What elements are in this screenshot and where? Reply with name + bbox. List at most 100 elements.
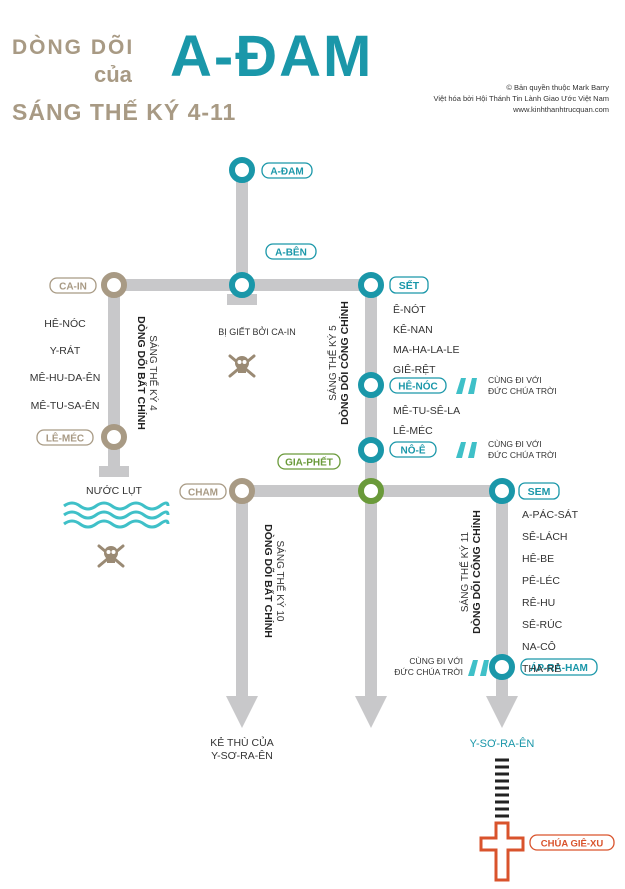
cain-line-item: MÊ-HU-DA-ÊN	[30, 371, 101, 384]
pill-abraham: ÁP-RA-HAM	[520, 658, 598, 676]
footprints-icon	[456, 378, 477, 394]
cain-end-cap	[99, 466, 129, 477]
note-walked-abraham: CÙNG ĐI VỚI ĐỨC CHÚA TRỜI	[394, 656, 463, 677]
sem-line-item: THA-RÊ	[522, 662, 561, 675]
enemy-text-2: Y-SƠ-RA-ÊN	[211, 749, 273, 762]
cain-line-item: Y-RÁT	[50, 344, 81, 357]
footprints-icon	[468, 660, 489, 676]
label-lemec-cain: LÊ-MÉC	[46, 432, 84, 445]
pill-giaphet: GIA-PHẾT	[277, 453, 341, 470]
footprints-icon	[456, 442, 477, 458]
note-aben-killed: BỊ GIẾT BỞI CA-IN	[218, 326, 296, 337]
title-line-2: của	[94, 62, 132, 87]
pill-henoc-set: HÊ-NÓC	[389, 377, 447, 394]
cain-line-list: HÊ-NÓC Y-RÁT MÊ-HU-DA-ÊN MÊ-TU-SA-ÊN	[30, 317, 101, 412]
label-noe: NÔ-Ê	[401, 444, 426, 457]
label-cham: CHAM	[188, 488, 218, 499]
set-line-item: KÊ-NAN	[393, 323, 433, 336]
aben-end-cap	[227, 294, 257, 305]
note-flood: NƯỚC LỤT	[86, 484, 142, 497]
pill-noe: NÔ-Ê	[389, 441, 437, 458]
label-set: SẾT	[399, 279, 420, 292]
credit-copyright: © Bản quyền thuộc Mark Barry	[506, 83, 609, 92]
node-noe	[358, 437, 384, 463]
water-waves-icon	[63, 501, 170, 529]
pill-jesus: CHÚA GIÊ-XU	[529, 834, 615, 851]
credit-website: www.kinhthanhtrucquan.com	[513, 105, 609, 114]
skull-crossbones-icon	[228, 354, 256, 378]
title-main: A-ĐAM	[170, 24, 374, 89]
gen11-text: SÁNG THẾ KÝ 11	[458, 531, 471, 612]
label-giaphet: GIA-PHẾT	[285, 456, 333, 469]
set-line-item: MÊ-TU-SÊ-LA	[393, 404, 460, 417]
set-line-item: GIÊ-RỆT	[393, 363, 436, 376]
arrow-set	[355, 696, 387, 728]
note-walked-noe: CÙNG ĐI VỚI ĐỨC CHÚA TRỜI	[488, 439, 557, 460]
sem-line-item: SÊ-LÁCH	[522, 530, 568, 543]
node-sem	[489, 478, 515, 504]
pill-cham: CHAM	[179, 483, 227, 500]
subtitle: SÁNG THẾ KÝ 4-11	[12, 99, 237, 125]
pill-cain: CA-IN	[49, 277, 97, 294]
sem-line-item: HÊ-BE	[522, 552, 554, 565]
walked-text-1: CÙNG ĐI VỚI	[488, 375, 542, 385]
gen10-sub: DÒNG DÕI BẤT CHÍNH	[262, 524, 275, 638]
walked-text-2: ĐỨC CHÚA TRỜI	[488, 386, 557, 396]
arrow-cham	[226, 696, 258, 728]
set-line-item: MA-HA-LA-LE	[393, 344, 460, 356]
label-jesus: CHÚA GIÊ-XU	[541, 838, 604, 850]
node-abraham	[489, 654, 515, 680]
label-sem: SEM	[528, 486, 551, 498]
sem-line-item: NA-CÔ	[522, 640, 556, 653]
gen5-text: SÁNG THẾ KÝ 5	[326, 325, 339, 401]
sem-line-item: SÊ-RÚC	[522, 618, 563, 631]
gen4-sub: DÒNG DÕI BẤT CHÍNH	[135, 316, 148, 430]
walked-text-2: ĐỨC CHÚA TRỜI	[488, 450, 557, 460]
pill-adam: A-ĐAM	[261, 162, 313, 179]
walked-text-1: CÙNG ĐI VỚI	[488, 439, 542, 449]
label-adam: A-ĐAM	[270, 167, 303, 178]
node-lemec-cain	[101, 424, 127, 450]
arrow-sem	[486, 696, 518, 728]
gen11-sub: DÒNG DÕI CÔNG CHÍNH	[470, 510, 483, 634]
label-cain: CA-IN	[59, 282, 87, 293]
gen4-text: SÁNG THẾ KÝ 4	[147, 335, 160, 411]
set-line-list: Ê-NÓT KÊ-NAN MA-HA-LA-LE GIÊ-RỆT MÊ-TU-S…	[393, 303, 460, 437]
walked-text-1: CÙNG ĐI VỚI	[409, 656, 463, 666]
pill-sem: SEM	[518, 482, 560, 500]
pill-lemec-cain: LÊ-MÉC	[36, 429, 94, 446]
node-aben	[229, 272, 255, 298]
label-gen11: SÁNG THẾ KÝ 11 DÒNG DÕI CÔNG CHÍNH	[458, 510, 483, 634]
enemy-text-1: KẺ THÙ CỦA	[210, 736, 273, 749]
note-walked-henoc: CÙNG ĐI VỚI ĐỨC CHÚA TRỜI	[488, 375, 557, 396]
credits: © Bản quyền thuộc Mark Barry Việt hóa bở…	[433, 82, 609, 115]
node-cain	[101, 272, 127, 298]
sem-line-item: RÊ-HU	[522, 596, 555, 609]
label-aben: A-BÊN	[275, 246, 307, 259]
label-gen10: SÁNG THẾ KÝ 10 DÒNG DÕI BẤT CHÍNH	[262, 524, 287, 638]
sem-line-item: A-PÁC-SÁT	[522, 508, 579, 521]
label-israel: Y-SƠ-RA-ÊN	[470, 737, 535, 750]
label-abraham: ÁP-RA-HAM	[530, 661, 588, 674]
cain-line-item: MÊ-TU-SA-ÊN	[31, 399, 100, 412]
gen10-text: SÁNG THẾ KÝ 10	[274, 541, 287, 622]
set-line-item: Ê-NÓT	[393, 303, 426, 316]
title-line-1: DÒNG DÕI	[12, 36, 135, 59]
sem-line-list: A-PÁC-SÁT SÊ-LÁCH HÊ-BE PÊ-LÉC RÊ-HU SÊ-…	[522, 508, 579, 675]
railway-to-jesus	[495, 758, 509, 818]
node-adam	[229, 157, 255, 183]
gen5-sub: DÒNG DÕI CÔNG CHÍNH	[338, 301, 351, 425]
nodes	[101, 157, 515, 680]
label-gen5: SÁNG THẾ KÝ 5 DÒNG DÕI CÔNG CHÍNH	[326, 301, 351, 425]
note-enemy: KẺ THÙ CỦA Y-SƠ-RA-ÊN	[210, 736, 273, 762]
node-henoc-set	[358, 372, 384, 398]
label-gen4: SÁNG THẾ KÝ 4 DÒNG DÕI BẤT CHÍNH	[135, 316, 160, 430]
node-giaphet	[358, 478, 384, 504]
set-line-item: LÊ-MÉC	[393, 424, 433, 437]
node-set	[358, 272, 384, 298]
cross-icon	[479, 821, 525, 882]
label-henoc-set: HÊ-NÓC	[398, 380, 437, 393]
skull-crossbones-icon	[97, 544, 125, 568]
